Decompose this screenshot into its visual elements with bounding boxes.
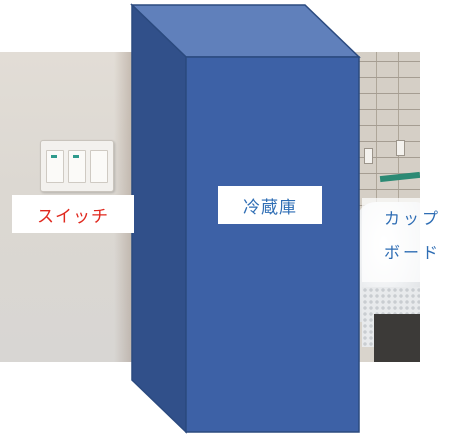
light-switch-plate (40, 140, 114, 192)
refrigerator-side-face (131, 3, 187, 434)
switch-indicator-lamp (73, 155, 79, 158)
cupboard-label-line-2: ボード (384, 243, 442, 262)
switch-label: スイッチ (12, 195, 134, 233)
refrigerator-front-face (185, 56, 360, 433)
switch-key-3 (90, 150, 108, 183)
cupboard-label: カップ ボード (362, 198, 460, 282)
switch-indicator-lamp (51, 155, 57, 158)
switch-key-2 (68, 150, 86, 183)
wall-outlet-1 (364, 148, 373, 164)
cupboard-base (374, 314, 420, 362)
refrigerator-label: 冷蔵庫 (218, 186, 322, 224)
cupboard-label-line-1: カップ (384, 209, 442, 228)
switch-key-1 (46, 150, 64, 183)
wall-outlet-2 (396, 140, 405, 156)
